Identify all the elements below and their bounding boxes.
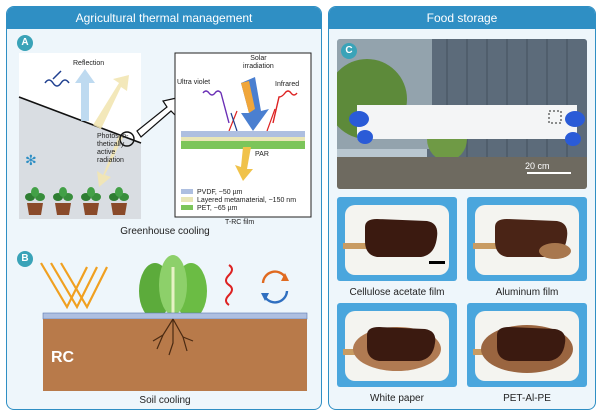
greenhouse-diagram: ✻ <box>18 52 312 219</box>
soil-caption: Soil cooling <box>139 395 191 406</box>
snowflake-icon: ✻ <box>25 153 37 169</box>
caption-cellulose: Cellulose acetate film <box>349 287 445 298</box>
infrared-label: Infrared <box>275 81 300 88</box>
greenhouse-caption: Greenhouse cooling <box>120 226 210 237</box>
rc-label: RC <box>51 349 75 366</box>
uv-label: Ultra violet <box>177 79 211 86</box>
callout-arrow <box>136 96 182 138</box>
building-photo <box>337 39 587 189</box>
par-arrow <box>97 135 123 187</box>
caption-pet-al-pe: PET-Al-PE <box>503 393 551 404</box>
par-transmit-arrow <box>235 147 253 181</box>
par-label: PAR <box>255 151 269 158</box>
infrared-wave <box>272 90 298 124</box>
legend-metamaterial: Layered metamaterial, ~150 nm <box>197 197 297 204</box>
legend-pet: PET, ~65 µm <box>197 205 238 212</box>
soil-block <box>43 319 307 391</box>
badge-a: A <box>17 35 33 51</box>
photo-white-paper <box>337 303 457 387</box>
trc-film-label: T-RC film <box>225 219 255 226</box>
roots <box>152 318 194 356</box>
food-storage-panel: Food storage C 20 cm <box>328 6 596 410</box>
rc-film <box>42 312 308 320</box>
scale-label: 20 cm <box>525 161 550 171</box>
soil-diagram <box>40 255 308 391</box>
legend-pvdf: PVDF, ~50 µm <box>197 189 243 196</box>
uv-wave <box>202 90 230 124</box>
reflection-arrow <box>75 69 95 121</box>
photo-cellulose-acetate <box>337 197 457 281</box>
food-storage-header: Food storage <box>329 7 595 29</box>
plants <box>25 187 129 215</box>
photo-pet-al-pe <box>467 303 587 387</box>
sunlight-rays <box>40 262 108 310</box>
badge-c: C <box>341 43 357 59</box>
badge-b: B <box>17 251 33 267</box>
white-film <box>357 105 577 139</box>
pvdf-layer <box>181 131 305 137</box>
photosynthetic-label: Photosyn- thetically active radiation <box>97 133 129 164</box>
photo-aluminum <box>467 197 587 281</box>
pet-layer <box>181 141 305 149</box>
greenhouse-body <box>19 97 141 219</box>
agricultural-header: Agricultural thermal management <box>7 7 321 29</box>
zoom-circle <box>119 131 135 147</box>
incoming-light-arrow <box>93 75 129 129</box>
lettuce-plant <box>139 255 207 319</box>
solar-label: Solar irradiation <box>243 55 274 70</box>
cycle-icon <box>261 270 289 304</box>
metamaterial-layer <box>181 137 305 141</box>
caption-white-paper: White paper <box>370 393 424 404</box>
agricultural-panel: Agricultural thermal management A ✻ <box>6 6 322 410</box>
infrared-emission-wave <box>225 264 233 306</box>
caption-aluminum: Aluminum film <box>495 287 559 298</box>
reflection-label: Reflection <box>73 60 105 67</box>
